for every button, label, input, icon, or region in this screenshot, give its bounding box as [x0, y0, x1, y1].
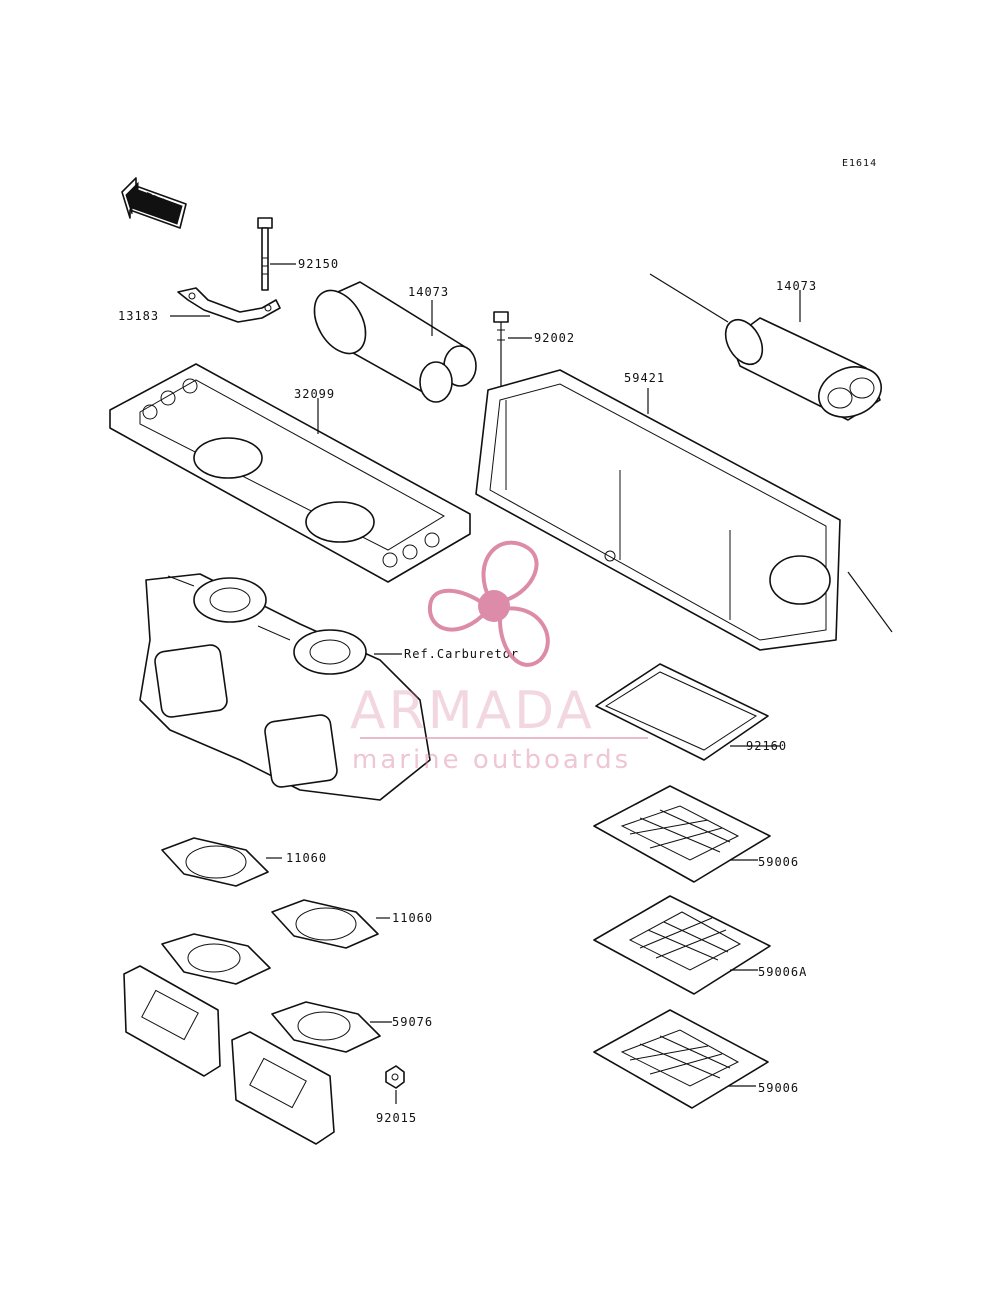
screen-59006-lower: 59006 [593, 1009, 799, 1109]
label-59006-upper: 59006 [758, 855, 799, 869]
airbox-59421: 59421 [475, 369, 893, 651]
label-59076: 59076 [392, 1015, 433, 1029]
propeller-logo [427, 540, 550, 667]
bolt-92150: 92150 [257, 217, 339, 291]
label-59006A: 59006A [758, 965, 807, 979]
base-plate-32099: 32099 [109, 363, 471, 583]
gasket-92160: 92160 [595, 663, 787, 761]
screen-59006A: 59006A [593, 895, 807, 995]
filter-14073-right: 14073 [649, 273, 882, 421]
label-14073-right: 14073 [776, 279, 817, 293]
carburetor-assembly: Ref.Carburetor [139, 573, 519, 801]
label-92002: 92002 [534, 331, 575, 345]
label-92160: 92160 [746, 739, 787, 753]
label-11060-upper: 11060 [286, 851, 327, 865]
front-arrow: FRONT [121, 177, 187, 229]
armada-watermark: ARMADA marine outboards [350, 540, 648, 775]
nut-92015: 92015 [376, 1065, 417, 1125]
intake-manifold-59076: 59076 [123, 933, 433, 1145]
label-13183: 13183 [118, 309, 159, 323]
gasket-11060-upper: 11060 [161, 837, 327, 887]
label-59006-lower: 59006 [758, 1081, 799, 1095]
label-32099: 32099 [294, 387, 335, 401]
filter-14073-left: 14073 [313, 281, 477, 403]
label-92150: 92150 [298, 257, 339, 271]
gasket-11060-lower: 11060 [271, 899, 433, 949]
label-ref-carburetor: Ref.Carburetor [404, 647, 519, 661]
label-92015: 92015 [376, 1111, 417, 1125]
diagram-code: E1614 [842, 158, 877, 169]
label-11060-lower: 11060 [392, 911, 433, 925]
label-14073-left: 14073 [408, 285, 449, 299]
screen-59006-upper: 59006 [593, 785, 799, 883]
bracket-13183: 13183 [118, 287, 281, 323]
watermark-tagline: marine outboards [352, 745, 631, 775]
watermark-brand: ARMADA [350, 681, 595, 741]
label-59421: 59421 [624, 371, 665, 385]
